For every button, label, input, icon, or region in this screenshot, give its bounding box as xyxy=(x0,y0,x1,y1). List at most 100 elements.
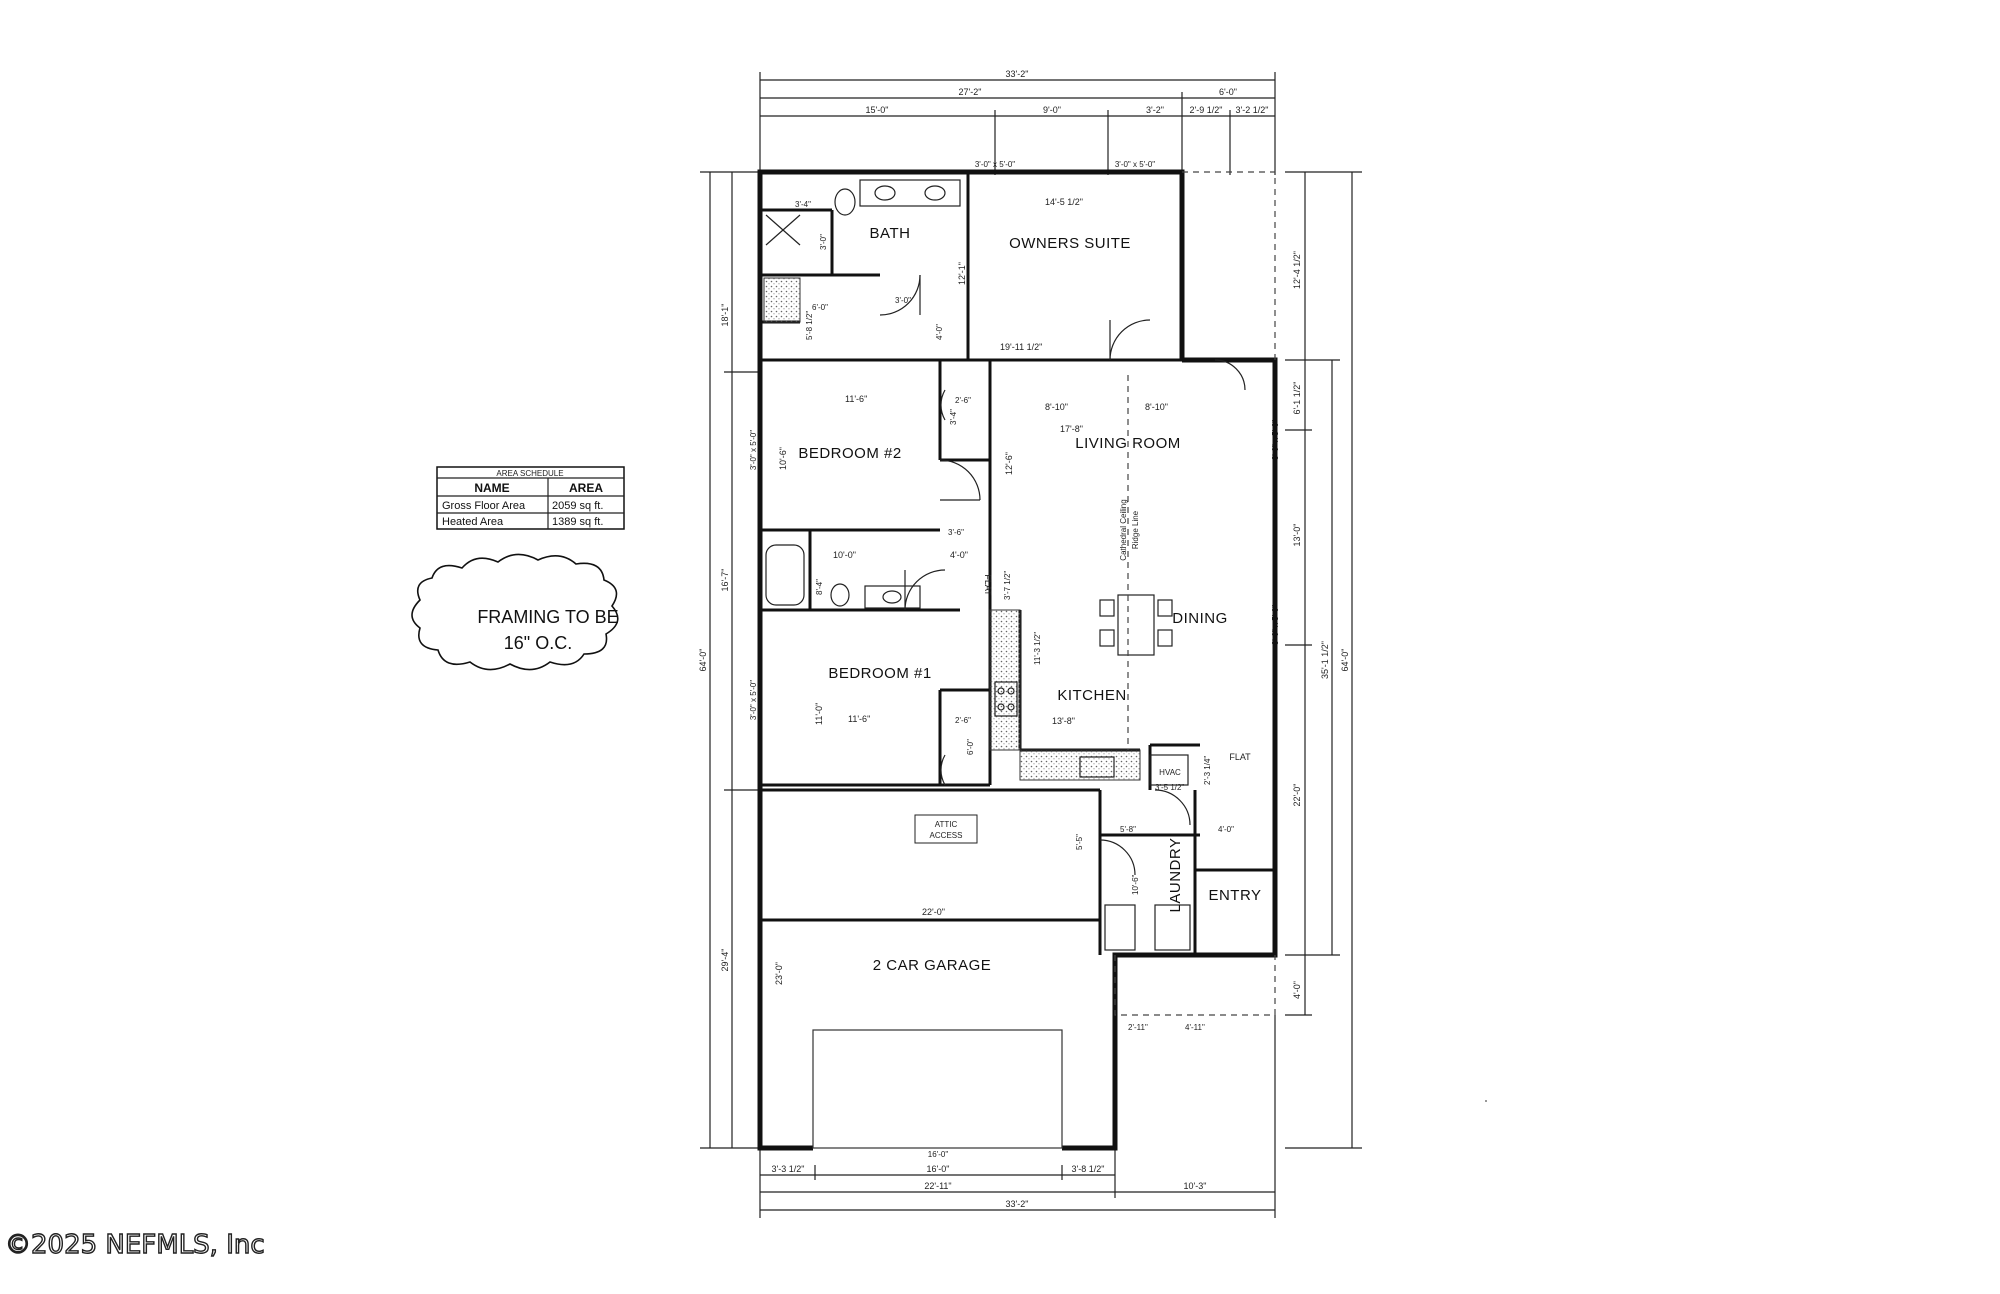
left-dimensions: 18'-1" 16'-7" 64'-0" 29'-4" 3'-0" x 5'-0… xyxy=(698,171,760,1149)
dim-window: 3'-0" x 5'-0" xyxy=(749,430,758,470)
dim-interior: 14'-5 1/2" xyxy=(1045,197,1083,207)
room-living-room: LIVING ROOM xyxy=(1075,435,1181,452)
dim-interior: 4'-0" xyxy=(935,324,944,340)
ceiling-note-line2: Ridge Line xyxy=(1131,510,1140,549)
room-owners-suite: OWNERS SUITE xyxy=(1009,235,1131,252)
dim-interior: 6'-0" xyxy=(812,303,828,312)
dim-interior: 23'-0" xyxy=(774,962,784,985)
dim-bottom-g-right: 3'-8 1/2" xyxy=(1072,1164,1105,1174)
dim-right-r4: 4'-0" xyxy=(1292,981,1302,999)
dim-right-mid: 35'-1 1/2" xyxy=(1320,641,1330,679)
area-schedule-header-name: NAME xyxy=(474,481,509,495)
dim-interior: 4'-11" xyxy=(1185,1023,1205,1032)
room-kitchen: KITCHEN xyxy=(1057,687,1126,704)
copyright-watermark: ©2025 NEFMLS, Inc xyxy=(5,1230,265,1260)
dim-interior: 3'-7 1/2" xyxy=(1003,571,1012,600)
bottom-dimensions: 3'-3 1/2" 16'-0" 3'-8 1/2" 16'-0" 22'-11… xyxy=(759,1015,1276,1218)
attic-label-line2: ACCESS xyxy=(930,831,963,840)
room-garage: 2 CAR GARAGE xyxy=(873,957,992,974)
framing-note-line2: 16" O.C. xyxy=(504,633,572,653)
dim-top-row2-left: 27'-2" xyxy=(959,87,982,97)
area-schedule-table: AREA SCHEDULE NAME AREA Gross Floor Area… xyxy=(436,466,625,530)
dim-bottom-g-left: 3'-3 1/2" xyxy=(772,1164,805,1174)
dim-right-r3: 22'-0" xyxy=(1292,784,1302,807)
dim-top-overall: 33'-2" xyxy=(1006,69,1029,79)
dim-interior: 12'-6" xyxy=(1004,452,1014,475)
attic-access-box xyxy=(914,814,978,844)
dim-interior: 6'-0" xyxy=(966,739,975,755)
area-schedule-header-area: AREA xyxy=(569,481,603,495)
dim-interior: 3'-4" xyxy=(949,409,958,425)
dim-top-d: 2'-9 1/2" xyxy=(1190,105,1223,115)
dim-interior: 3'-0" xyxy=(819,234,828,250)
dim-interior: 11'-0" xyxy=(814,703,824,725)
dim-bottom-row2-right: 10'-3" xyxy=(1184,1181,1207,1191)
dim-top-row2-right: 6'-0" xyxy=(1219,87,1237,97)
dim-interior: 3'-4" xyxy=(795,200,811,209)
dim-top-e: 3'-2 1/2" xyxy=(1236,105,1269,115)
top-dimensions: 33'-2" 27'-2" 6'-0" 15'-0" 9'-0" 3'-2" 2… xyxy=(759,69,1276,175)
dim-interior: 11'-3 1/2" xyxy=(1033,632,1042,665)
dim-interior: 5'-5" xyxy=(1075,834,1084,850)
dim-interior: 22'-0" xyxy=(922,907,945,917)
door-swings xyxy=(879,274,1246,876)
dim-top-b: 9'-0" xyxy=(1043,105,1061,115)
dim-bottom-overall: 33'-2" xyxy=(1006,1199,1029,1209)
dim-interior: 11'-6" xyxy=(845,394,867,404)
dim-interior: 13'-8" xyxy=(1052,716,1075,726)
area-row-value: 2059 sq ft. xyxy=(552,500,603,512)
dim-interior: 3'-0" xyxy=(895,296,911,305)
dim-interior: 10'-6" xyxy=(778,447,788,470)
dim-right-r2: 13'-0" xyxy=(1292,524,1302,547)
dim-top-c: 3'-2" xyxy=(1146,105,1164,115)
area-schedule-title: AREA SCHEDULE xyxy=(496,469,563,478)
dim-left-lower: 29'-4" xyxy=(720,949,730,972)
dim-bottom-g-mid: 16'-0" xyxy=(927,1164,950,1174)
dim-top-a: 15'-0" xyxy=(866,105,889,115)
dim-bottom-row2-left: 22'-11" xyxy=(924,1181,951,1191)
dim-interior: 2'-6" xyxy=(955,716,971,725)
dim-left-upper: 18'-1" xyxy=(720,304,730,327)
area-row-name: Gross Floor Area xyxy=(442,500,526,512)
shower-wall-hatch xyxy=(763,277,801,323)
room-bath: BATH xyxy=(870,225,911,242)
dim-interior: 2'-11" xyxy=(1128,1023,1148,1032)
room-labels: BATH OWNERS SUITE BEDROOM #2 LIVING ROOM… xyxy=(798,225,1261,974)
ceiling-note-line1: Cathedral Ceiling xyxy=(1119,499,1128,560)
flat-label-hall: FLAT xyxy=(983,574,993,596)
fixtures xyxy=(765,179,1191,951)
dim-interior: 10'-0" xyxy=(833,550,856,560)
flat-label-kitchen: FLAT xyxy=(1229,752,1251,762)
dim-window: 3'-0" x 5'-0" xyxy=(975,160,1015,169)
dim-left-middle: 16'-7" xyxy=(720,569,730,592)
attic-label-line1: ATTIC xyxy=(935,820,958,829)
dim-interior: 2'-6" xyxy=(955,396,971,405)
dim-interior: 17'-8" xyxy=(1060,424,1083,434)
dim-interior: 4'-0" xyxy=(1218,825,1234,834)
dim-window: 3'-0" x 5'-0" xyxy=(749,680,758,720)
room-laundry: LAUNDRY xyxy=(1167,838,1184,913)
room-bedroom-2: BEDROOM #2 xyxy=(798,445,901,462)
dim-interior: 4'-0" xyxy=(950,550,968,560)
dim-interior: 5'-8" xyxy=(1120,825,1136,834)
hvac-label: HVAC xyxy=(1159,768,1181,777)
dim-interior: 12'-1" xyxy=(957,262,967,285)
dim-window: 3'-0" x 5'-0" xyxy=(1115,160,1155,169)
right-dimensions: 12'-4 1/2" 6'-1 1/2" 13'-0" 22'-0" 4'-0"… xyxy=(1271,171,1362,1149)
dim-right-overall: 64'-0" xyxy=(1340,649,1350,672)
dim-left-overall: 64'-0" xyxy=(698,649,708,672)
kitchen-counter-hatch xyxy=(989,609,1021,751)
interior-dimensions: 3'-4" 3'-0" 6'-0" 5'-8 1/2" 3'-0" 4'-0" … xyxy=(774,197,1234,1032)
dim-right-upper: 12'-4 1/2" xyxy=(1292,251,1302,289)
dim-interior: 3'-5 1/2" xyxy=(1155,783,1184,792)
area-row-name: Heated Area xyxy=(442,516,504,528)
dim-interior: 11'-6" xyxy=(848,714,870,724)
framing-note-line1: FRAMING TO BE xyxy=(477,607,618,627)
dim-interior: 19'-11 1/2" xyxy=(1000,342,1042,352)
dim-interior: 3'-6" xyxy=(948,528,964,537)
room-entry: ENTRY xyxy=(1208,887,1261,904)
speck xyxy=(1485,1100,1487,1102)
room-bedroom-1: BEDROOM #1 xyxy=(828,665,931,682)
dim-interior: 8'-10" xyxy=(1045,402,1068,412)
